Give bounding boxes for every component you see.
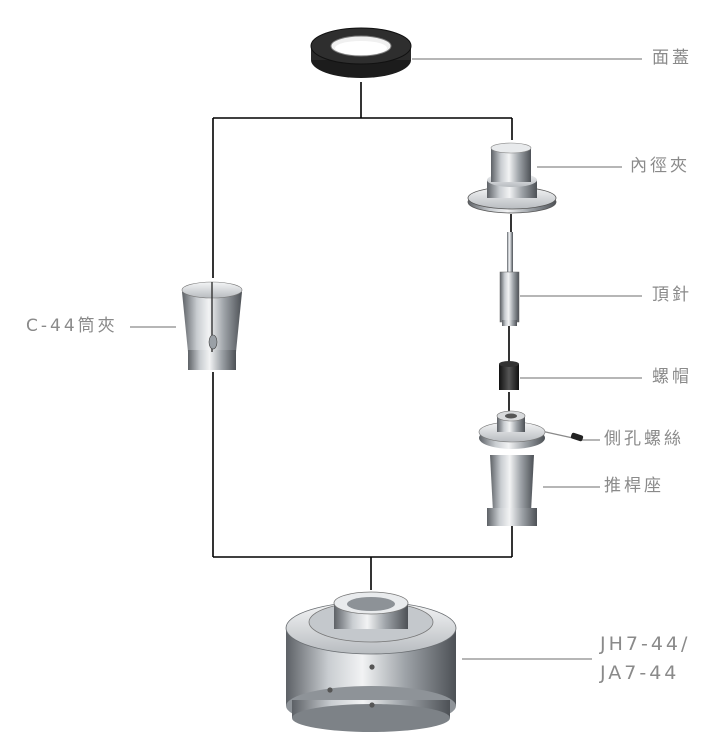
face-cover-ring <box>310 27 412 78</box>
chuck-body-part <box>285 591 457 732</box>
label-screw-cap: 螺帽 <box>652 367 692 387</box>
label-face-cover: 面蓋 <box>652 48 692 68</box>
label-ejector-pin: 頂針 <box>652 285 692 305</box>
label-inner-collet: 內徑夾 <box>630 156 690 176</box>
label-side-screw: 側孔螺絲 <box>604 429 684 449</box>
label-ejector-seat: 推桿座 <box>604 476 664 496</box>
side-screw-part <box>570 432 584 442</box>
ejector-pin-part <box>499 232 520 326</box>
label-c44-collet: C-44筒夾 <box>26 316 118 336</box>
ejector-seat-part <box>478 410 546 526</box>
connector-lines <box>212 82 513 590</box>
inner-collet-part <box>467 142 557 214</box>
label-chuck-line2: JA7-44 <box>600 662 680 684</box>
c44-collet-part <box>181 281 243 370</box>
leader-lines <box>130 58 642 660</box>
label-chuck-line1: JH7-44/ <box>600 633 691 655</box>
screw-cap-part <box>499 361 519 390</box>
